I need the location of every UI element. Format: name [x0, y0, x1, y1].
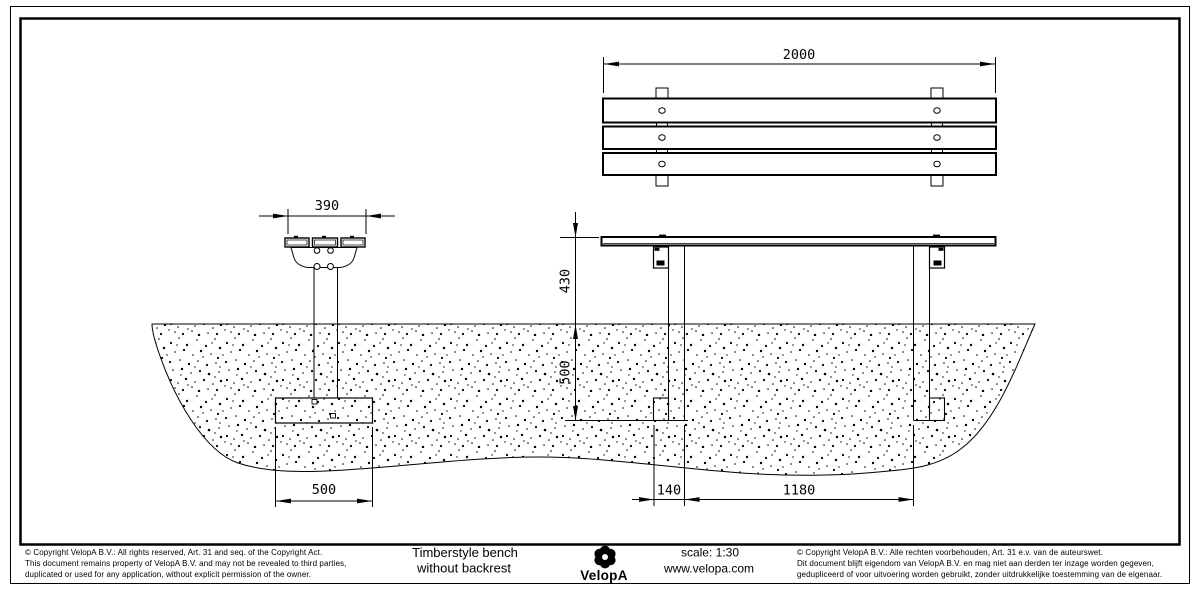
product-name-line2: without backrest	[416, 561, 511, 576]
inner-border	[19, 17, 1181, 546]
dim-1180-label: 1180	[783, 483, 816, 499]
top-view	[602, 87, 997, 187]
dimension-leg-footprint-and-spacing: 140 1180	[632, 425, 914, 506]
velopa-logo: VelopA	[580, 545, 628, 583]
dimension-bench-length: 2000	[603, 47, 996, 93]
dimension-height-and-depth: 430 500	[558, 212, 688, 421]
copyright-en-line3: duplicated or used for any application, …	[25, 570, 311, 579]
scale-and-website: scale: 1:30 www.velopa.com	[663, 546, 754, 576]
copyright-en-line1: © Copyright VelopA B.V.: All rights rese…	[25, 548, 322, 557]
dim-500-depth-label: 500	[558, 360, 574, 384]
ground-cross-section	[151, 323, 1036, 476]
title-block: © Copyright VelopA B.V.: All rights rese…	[25, 545, 1162, 583]
dimension-footing-width: 500	[275, 427, 373, 507]
scale-label: scale: 1:30	[681, 546, 739, 560]
copyright-dutch: © Copyright VelopA B.V.: Alle rechten vo…	[797, 548, 1162, 579]
website-label: www.velopa.com	[663, 562, 754, 576]
product-name-line1: Timberstyle bench	[412, 545, 518, 560]
copyright-nl-line2: Dit document blijft eigendom van VelopA …	[797, 559, 1154, 568]
dim-430-label: 430	[558, 269, 574, 293]
dim-500-footing-label: 500	[312, 482, 336, 498]
dim-390-label: 390	[315, 198, 339, 214]
copyright-nl-line1: © Copyright VelopA B.V.: Alle rechten vo…	[797, 548, 1103, 557]
product-title: Timberstyle bench without backrest	[412, 545, 518, 576]
side-view: 390 500	[259, 198, 395, 507]
velopa-flower-icon	[594, 545, 616, 569]
dimension-seat-depth: 390	[259, 198, 395, 234]
dim-140-label: 140	[657, 483, 681, 499]
copyright-english: © Copyright VelopA B.V.: All rights rese…	[25, 548, 346, 579]
velopa-logo-text: VelopA	[580, 568, 628, 583]
dim-2000-label: 2000	[783, 47, 816, 63]
outer-border	[10, 6, 1190, 584]
copyright-en-line2: This document remains property of VelopA…	[25, 559, 346, 568]
copyright-nl-line3: gedupliceerd of voor uitvoering worden g…	[797, 570, 1162, 579]
